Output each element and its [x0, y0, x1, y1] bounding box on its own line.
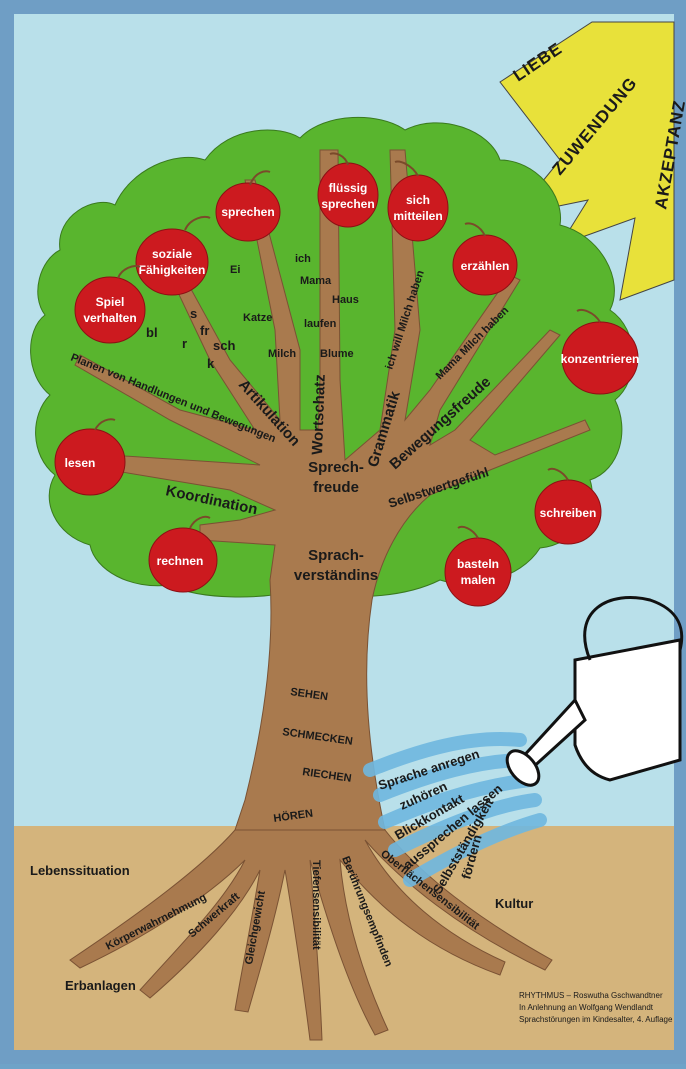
apple-konzentrieren: konzentrieren — [561, 309, 640, 395]
apple-label-konzentrieren: konzentrieren — [561, 352, 640, 366]
apple-lesen: lesen — [54, 418, 126, 496]
apple-label-spiel: Spiel — [96, 295, 125, 309]
ground-erbanlagen: Erbanlagen — [65, 978, 136, 993]
apple-label-sprechen: sprechen — [221, 205, 274, 219]
word-laufen: laufen — [304, 318, 337, 330]
apple-sprechen: sprechen — [215, 170, 281, 242]
center-sprech: Sprech- — [308, 459, 364, 476]
apple-erzaehlen: erzählen — [452, 222, 518, 296]
apple-basteln-malen: basteln malen — [444, 525, 512, 607]
center-sprach: Sprach- — [308, 547, 364, 564]
sound-k: k — [207, 356, 215, 371]
apple-label-schreiben: schreiben — [540, 506, 597, 520]
apple-label-sich: sich — [406, 193, 430, 207]
apple-label-fluessig: flüssig — [329, 181, 368, 195]
water-stream — [363, 732, 547, 887]
word-haus: Haus — [332, 294, 359, 306]
center-freude: freude — [313, 479, 359, 496]
credit-line-2: In Anlehnung an Wolfgang Wendlandt — [519, 1003, 654, 1012]
apple-schreiben: schreiben — [534, 467, 602, 545]
apple-label-faehigkeiten: Fähigkeiten — [139, 263, 206, 277]
sound-sch: sch — [213, 338, 235, 353]
sound-bl: bl — [146, 325, 158, 340]
apple-label-lesen: lesen — [65, 456, 96, 470]
word-blume: Blume — [320, 348, 354, 360]
apple-sich-mitteilen: sich mitteilen — [387, 160, 449, 242]
apple-label-sprechen-2: sprechen — [321, 197, 374, 211]
branch-wortschatz: Wortschatz — [309, 374, 329, 455]
word-ei: Ei — [230, 264, 240, 276]
word-katze: Katze — [243, 312, 272, 324]
word-ich: ich — [295, 253, 311, 265]
ground-kultur: Kultur — [495, 896, 533, 911]
apple-soziale-faehigkeiten: soziale Fähigkeiten — [135, 215, 211, 296]
apple-label-mitteilen: mitteilen — [393, 209, 442, 223]
credit-line-3: Sprachstörungen im Kindesalter, 4. Aufla… — [519, 1015, 673, 1024]
apple-label-rechnen: rechnen — [157, 554, 204, 568]
apple-label-malen: malen — [461, 573, 496, 587]
sound-fr: fr — [200, 323, 209, 338]
root-tiefensensibilitaet: Tiefensensibilität — [310, 860, 322, 950]
word-milch: Milch — [268, 348, 296, 360]
apple-rechnen: rechnen — [148, 515, 218, 593]
sense-sehen: SEHEN — [290, 686, 329, 703]
ground-lebenssituation: Lebenssituation — [30, 863, 130, 878]
sound-r: r — [182, 336, 187, 351]
credit-line-1: RHYTHMUS – Roswutha Gschwandtner — [519, 991, 663, 1000]
apple-spiel-verhalten: Spiel verhalten — [74, 265, 146, 344]
sense-hoeren: HÖREN — [273, 807, 314, 825]
apple-label-verhalten: verhalten — [83, 311, 136, 325]
sound-s: s — [190, 306, 197, 321]
tree-roots — [69, 829, 553, 1041]
apple-label-erzaehlen: erzählen — [461, 259, 510, 273]
apple-label-basteln: basteln — [457, 557, 499, 571]
watering-can — [505, 596, 684, 787]
apple-fluessig-sprechen: flüssig sprechen — [317, 152, 379, 228]
word-mama: Mama — [300, 275, 332, 287]
apple-label-soziale: soziale — [152, 247, 192, 261]
center-verstaendins: verständins — [294, 567, 378, 584]
